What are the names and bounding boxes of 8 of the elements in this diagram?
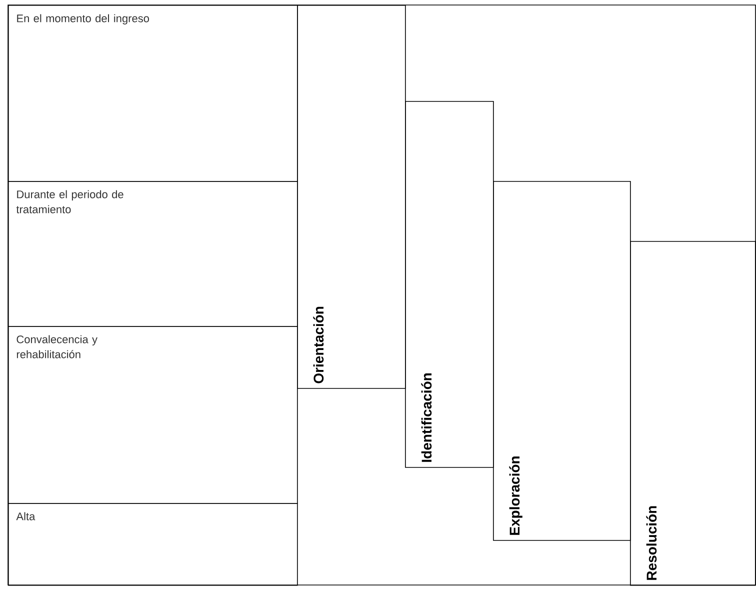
row-box: En el momento del ingreso — [8, 5, 298, 182]
phase-box: Identificación — [405, 101, 494, 468]
row-box: Alta — [8, 503, 298, 586]
phase-box: Resolución — [630, 241, 756, 586]
row-box: Convalecencia y rehabilitación — [8, 326, 298, 504]
phase-box: Orientación — [297, 5, 406, 389]
phase-box: Exploración — [493, 181, 631, 541]
row-box: Durante el periodo de tratamiento — [8, 181, 298, 327]
